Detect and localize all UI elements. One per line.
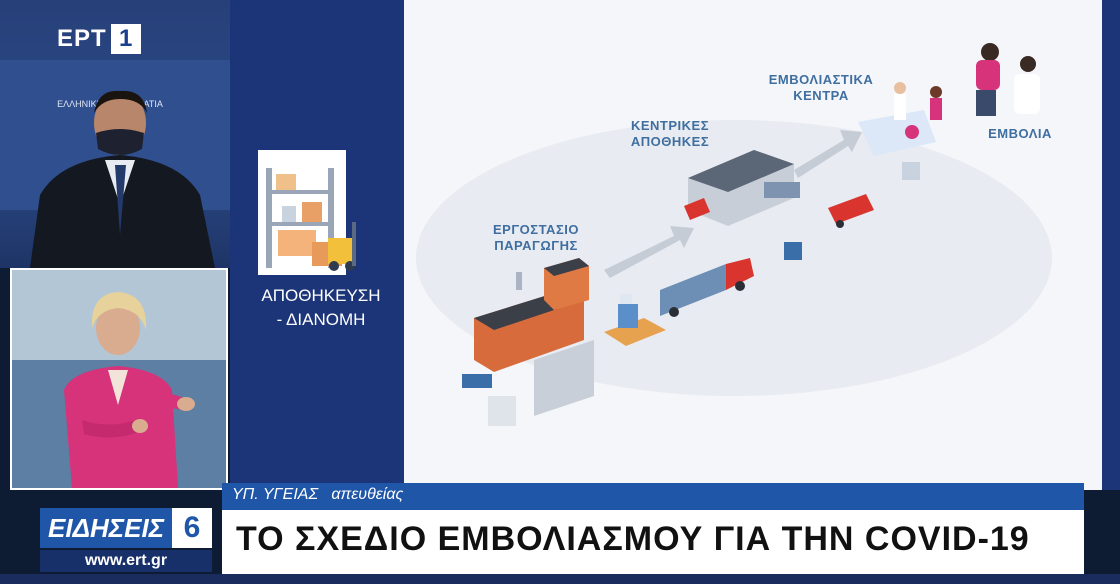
refrigerated-truck-icon xyxy=(660,258,754,317)
factory-label-line1: ΕΡΓΟΣΤΑΣΙΟ xyxy=(493,222,579,237)
factory-building-icon xyxy=(474,258,589,372)
packaging-line-icon xyxy=(462,340,594,426)
news-program-logo: ΕΙΔΗΣΕΙΣ 6 xyxy=(40,508,212,548)
distribution-illustration xyxy=(416,43,1052,426)
factory-label-line2: ΠΑΡΑΓΩΓΗΣ xyxy=(494,238,578,253)
warehouse-forklift-icon xyxy=(258,150,356,275)
slide-right-border xyxy=(1102,0,1120,490)
centers-label-line1: ΕΜΒΟΛΙΑΣΤΙΚΑ xyxy=(768,72,874,87)
source-label: ΥΠ. ΥΓΕΙΑΣ xyxy=(232,486,319,503)
cold-storage-pallet-icon xyxy=(604,294,666,346)
vaccination-centers-label: ΕΜΒΟΛΙΑΣΤΙΚΑ ΚΕΝΤΡΑ xyxy=(756,72,886,104)
vaccination-center-desk-icon xyxy=(858,82,942,156)
side-caption-line1: ΑΠΟΘΗΚΕΥΣΗ xyxy=(261,286,381,305)
source-strip-text: ΥΠ. ΥΓΕΙΑΣ απευθείας xyxy=(232,486,403,504)
sign-language-interpreter-panel xyxy=(10,268,228,490)
vaccination-label: ΕΜΒΟΛΙΑ xyxy=(988,126,1052,141)
headline-bar xyxy=(222,510,1084,574)
side-caption-line2: - ΔΙΑΝΟΜΗ xyxy=(276,310,366,329)
factory-label: ΕΡΓΟΣΤΑΣΙΟ ΠΑΡΑΓΩΓΗΣ xyxy=(476,222,596,254)
warehouses-label-line2: ΑΠΟΘΗΚΕΣ xyxy=(630,134,710,149)
central-warehouse-icon xyxy=(684,150,800,226)
vaccine-distribution-slide: ΕΡΓΟΣΤΑΣΙΟ ΠΑΡΑΓΩΓΗΣ ΚΕΝΤΡΙΚΕΣ ΑΠΟΘΗΚΕΣ … xyxy=(404,0,1102,490)
channel-logo-number: 1 xyxy=(110,24,141,54)
live-status: απευθείας xyxy=(331,486,404,503)
news-logo-word: ΕΙΔΗΣΕΙΣ xyxy=(48,512,165,543)
website-url: www.ert.gr xyxy=(40,550,212,572)
warehouses-label: ΚΕΝΤΡΙΚΕΣ ΑΠΟΘΗΚΕΣ xyxy=(610,118,730,150)
bottom-ticker-edge xyxy=(0,574,1120,584)
side-caption: ΑΠΟΘΗΚΕΥΣΗ - ΔΙΑΝΟΜΗ xyxy=(246,284,396,332)
headline-text: ΤΟ ΣΧΕΔΙΟ ΕΜΒΟΛΙΑΣΜΟΥ ΓΙΑ ΤΗΝ COVID-19 xyxy=(236,520,1030,558)
vaccination-people-icon xyxy=(976,43,1040,116)
ert1-channel-logo: ΕΡΤ 1 xyxy=(57,24,141,54)
news-logo-number: 6 xyxy=(172,508,212,548)
centers-label-line2: ΚΕΝΤΡΑ xyxy=(793,88,849,103)
interpreter-figure xyxy=(12,270,226,488)
delivery-truck-icon xyxy=(828,194,874,228)
speaker-figure xyxy=(30,90,215,268)
cooler-box-icon xyxy=(784,162,920,260)
warehouses-label-line1: ΚΕΝΤΡΙΚΕΣ xyxy=(630,118,710,133)
channel-logo-text: ΕΡΤ xyxy=(57,25,107,52)
source-strip xyxy=(222,483,1084,510)
